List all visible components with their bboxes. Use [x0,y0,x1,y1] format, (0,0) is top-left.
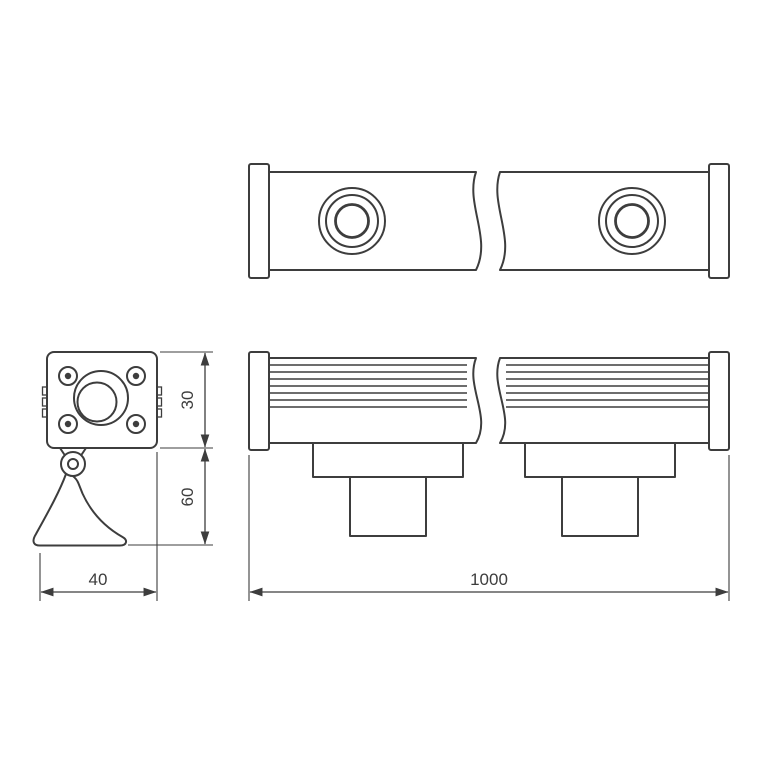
dimensions: 30 60 40 1000 [39,351,730,601]
dim-label-bracket-height: 60 [178,488,197,507]
top-view-body-left [268,171,483,271]
front-view-bracket-left [312,442,464,537]
top-view-lens-right [598,187,666,255]
dim-label-length: 1000 [470,570,508,589]
side-view-lens [73,370,129,426]
side-view-hinge [60,451,86,477]
side-view-screws [58,366,146,434]
front-view-endcap-left [248,351,270,451]
top-view-body-right [496,171,710,271]
side-view-body [46,351,158,449]
front-view-bracket-right [524,442,676,537]
dim-label-profile-width: 40 [89,570,108,589]
top-view-lens-left [318,187,386,255]
side-view-mounting-leg [32,472,127,547]
extension-lines [39,351,730,601]
top-view-endcap-left [248,163,270,279]
front-view-fins-left [269,364,467,408]
front-view-endcap-right [708,351,730,451]
side-view [32,351,163,547]
front-view [248,351,730,537]
dim-label-profile-height: 30 [178,391,197,410]
top-view [248,163,730,279]
top-view-endcap-right [708,163,730,279]
front-view-fins-right [506,364,709,408]
